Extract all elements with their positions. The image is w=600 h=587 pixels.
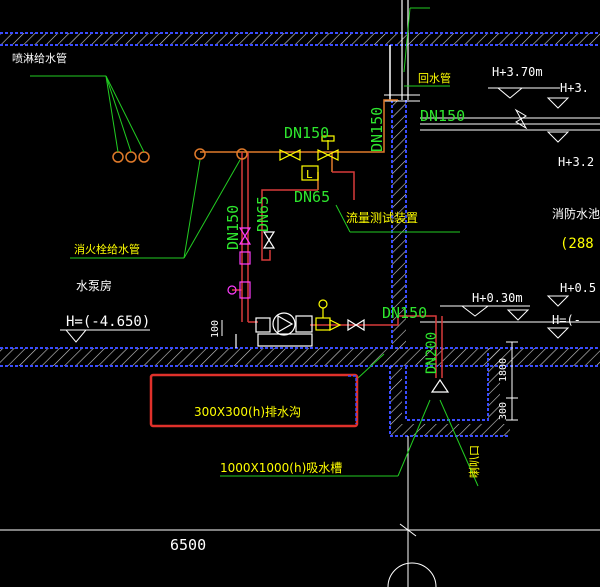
- label-dn65-branch: DN65: [254, 196, 272, 232]
- label-sprinkler-pipe: 喷淋给水管: [12, 51, 67, 65]
- leader-lines: [30, 7, 479, 487]
- label-return-pipe: 回水管: [418, 71, 451, 85]
- label-dn200: DN200: [424, 332, 440, 374]
- label-flow-test: 流量测试装置: [346, 210, 418, 225]
- pool-wall: [389, 45, 407, 348]
- label-hydrant-pipe: 消火栓给水管: [74, 242, 140, 256]
- dimension-lines: [221, 320, 518, 421]
- floor-elevation-marker: [60, 329, 150, 343]
- sprinkler-heads: [112, 148, 248, 163]
- label-dn65-header: DN65: [294, 188, 330, 206]
- label-dn150-riser: DN150: [368, 107, 386, 152]
- label-trench: 300X300(h)排水沟: [194, 405, 301, 419]
- sump-pit: [389, 348, 510, 437]
- label-elev-right-b: H+0.5: [560, 281, 596, 295]
- label-pump-room: 水泵房: [76, 278, 112, 293]
- label-dim-100: 100: [210, 320, 221, 338]
- pump: [235, 312, 313, 348]
- highlight-box: [149, 373, 359, 428]
- label-fire-pool: 消防水池: [552, 206, 600, 221]
- label-dn150-branch: DN150: [224, 205, 242, 250]
- label-dn150-return: DN150: [420, 107, 465, 125]
- label-dim-6500: 6500: [170, 536, 206, 554]
- top-slab: [0, 32, 600, 46]
- floor-slab: [0, 347, 600, 367]
- label-fire-pool-val: (288: [560, 236, 594, 252]
- label-valve-l: L: [306, 168, 313, 181]
- label-dim-300: 300: [498, 402, 509, 420]
- suction-bell: [430, 378, 450, 393]
- water-levels: [420, 87, 600, 339]
- label-elev-top-b: H+3.: [560, 81, 589, 95]
- valves: [227, 135, 365, 332]
- label-elev-right-a: H+0.30m: [472, 291, 523, 305]
- label-elev-top-c: H+3.2: [558, 155, 594, 169]
- label-elev-right-c: H=(-: [552, 313, 581, 327]
- grid-axis: [0, 436, 600, 587]
- label-dn150-suction: DN150: [382, 304, 427, 322]
- return-riser: [384, 0, 420, 102]
- text-labels: 喷淋给水管 回水管 H+3.70m H+3. H+3.2 DN150 DN150…: [12, 51, 600, 554]
- label-suction-mouth: 喇叭口: [467, 445, 481, 478]
- label-dim-1800: 1800: [498, 358, 509, 382]
- label-elev-floor: H=(-4.650): [66, 314, 150, 330]
- label-sump: 1000X1000(h)吸水槽: [220, 461, 342, 475]
- label-dn150-header: DN150: [284, 124, 329, 142]
- label-elev-top-a: H+3.70m: [492, 65, 543, 79]
- trench-callout: [348, 375, 357, 424]
